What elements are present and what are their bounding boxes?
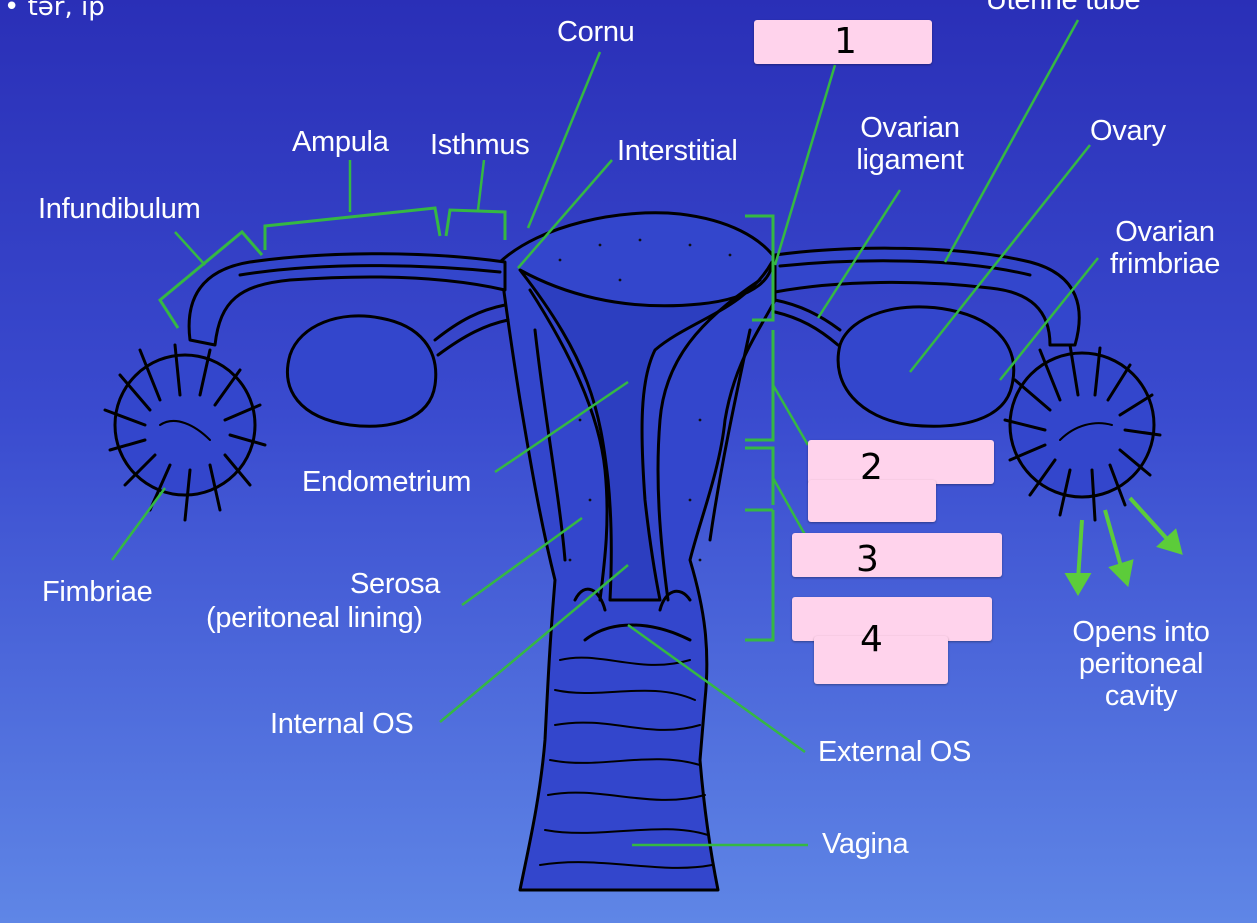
peritoneal-arrows bbox=[1064, 496, 1183, 596]
blank-box-4[interactable] bbox=[792, 597, 992, 641]
right-tube-inner bbox=[778, 259, 1032, 277]
blank-box-4b[interactable] bbox=[814, 636, 948, 684]
myometrium-line-left bbox=[528, 288, 609, 602]
label-opens-into: Opens into peritoneal cavity bbox=[1072, 616, 1210, 712]
label-serosa-sub: (peritoneal lining) bbox=[206, 602, 423, 634]
leader-3 bbox=[771, 477, 810, 541]
uterus-bracket bbox=[745, 214, 775, 642]
label-interstitial: Interstitial bbox=[617, 135, 738, 167]
cervical-line-left bbox=[533, 328, 567, 562]
vagina-folds bbox=[539, 656, 713, 869]
leader-2 bbox=[771, 384, 810, 446]
left-uterine-tube bbox=[187, 252, 507, 347]
myometrium-line-right bbox=[656, 278, 762, 602]
label-ovarian-fimbriae: Ovarian frimbriae bbox=[1109, 216, 1221, 280]
leader-1 bbox=[773, 64, 837, 266]
corner-scrawl: • tər, ip bbox=[4, 0, 105, 22]
leader-external-os bbox=[627, 623, 806, 754]
brackets bbox=[158, 206, 775, 642]
leader-ovarian-frimbriae bbox=[999, 257, 1099, 381]
leader-uterine-tube bbox=[943, 19, 1080, 263]
right-fimbriae bbox=[1003, 343, 1162, 522]
left-ovarian-ligament bbox=[433, 303, 507, 342]
ampula-bracket bbox=[263, 206, 442, 250]
cervical-line-right bbox=[708, 328, 752, 542]
blank-number-1: 1 bbox=[834, 21, 857, 62]
leader-endometrium bbox=[494, 380, 629, 474]
left-ovary bbox=[286, 314, 438, 428]
leader-cornu bbox=[526, 51, 602, 229]
infundibulum-bracket bbox=[158, 229, 264, 329]
label-endometrium: Endometrium bbox=[302, 466, 472, 498]
label-infundibulum: Infundibulum bbox=[38, 193, 201, 225]
right-ovary bbox=[836, 305, 1016, 428]
leader-ovary bbox=[909, 144, 1091, 373]
leader-isthmus bbox=[476, 159, 486, 211]
leader-infundibulum bbox=[174, 231, 206, 266]
uterine-cavity bbox=[518, 260, 774, 602]
leader-interstitial bbox=[517, 159, 613, 269]
leader-serosa bbox=[461, 516, 583, 607]
label-fimbriae: Fimbriae bbox=[42, 576, 153, 608]
label-ovarian-ligament: Ovarian ligament bbox=[856, 112, 964, 176]
external-os-curve bbox=[583, 623, 692, 642]
label-serosa: Serosa bbox=[350, 568, 441, 600]
blank-box-3[interactable] bbox=[792, 533, 1002, 577]
stippling bbox=[558, 238, 732, 562]
label-vagina: Vagina bbox=[822, 828, 909, 860]
left-tube-inner bbox=[238, 264, 502, 277]
right-uterine-tube bbox=[773, 246, 1081, 347]
left-fimbriae bbox=[103, 343, 267, 522]
right-ovarian-ligament-2 bbox=[773, 310, 840, 347]
blank-number-3: 3 bbox=[856, 539, 879, 580]
leader-lines bbox=[110, 19, 1099, 847]
blank-box-2[interactable] bbox=[808, 440, 994, 484]
leader-fimbriae bbox=[110, 487, 167, 561]
leader-internal-os bbox=[439, 564, 629, 723]
label-external-os: External OS bbox=[818, 736, 972, 768]
cervix-bulge-right bbox=[658, 589, 692, 612]
right-ovarian-ligament bbox=[773, 298, 842, 332]
blank-box-1[interactable] bbox=[754, 20, 932, 64]
blank-number-4: 4 bbox=[860, 619, 883, 660]
label-ovary: Ovary bbox=[1090, 115, 1166, 147]
blank-box-2b[interactable] bbox=[808, 480, 936, 522]
label-internal-os: Internal OS bbox=[270, 708, 414, 740]
label-cornu: Cornu bbox=[557, 16, 635, 48]
blank-number-2: 2 bbox=[860, 447, 883, 488]
cervix-bulge-left bbox=[573, 587, 607, 612]
leader-ovarian-ligament bbox=[816, 189, 902, 319]
label-uterine-tube: Uterine tube bbox=[986, 0, 1141, 16]
anatomy-drawing bbox=[103, 211, 1162, 892]
label-ampula: Ampula bbox=[292, 126, 389, 158]
isthmus-bracket bbox=[444, 208, 507, 240]
left-ovarian-ligament-2 bbox=[436, 318, 510, 357]
label-isthmus: Isthmus bbox=[430, 129, 530, 161]
